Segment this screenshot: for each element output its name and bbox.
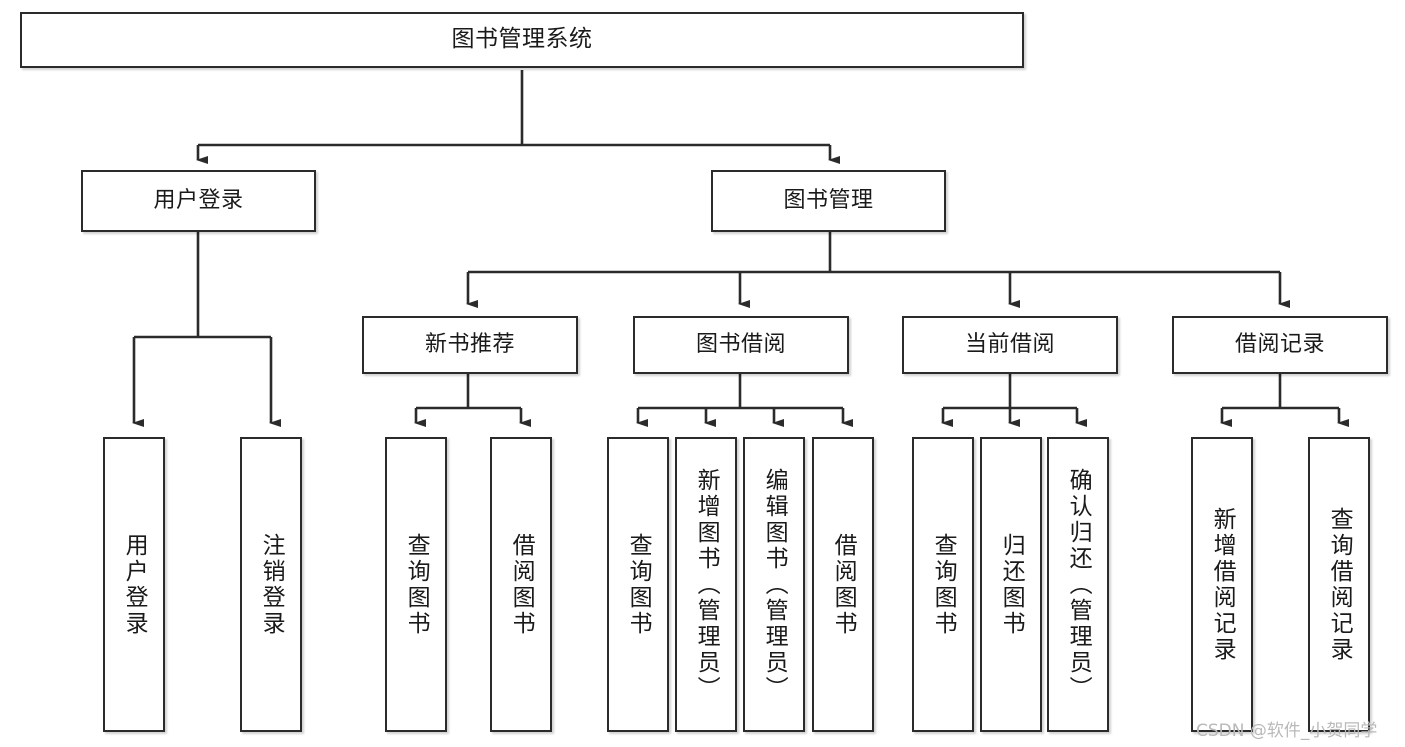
node-root-system[interactable]: 图书管理系统 <box>20 12 1024 68</box>
node-current-borrow[interactable]: 当前借阅 <box>902 316 1118 374</box>
node-label: 用户登录 <box>121 532 148 637</box>
node-label: 查询图书 <box>930 532 957 637</box>
node-label: 用户登录 <box>153 188 244 214</box>
node-book-management[interactable]: 图书管理 <box>711 170 946 232</box>
leaf-current-query-book[interactable]: 查询图书 <box>912 437 974 732</box>
node-label: 借阅记录 <box>1234 332 1325 358</box>
leaf-user-login-login[interactable]: 用户登录 <box>103 437 165 732</box>
leaf-borrow-query-book[interactable]: 查询图书 <box>607 437 669 732</box>
node-label: 确认归还（管理员） <box>1065 467 1092 702</box>
leaf-user-login-logout[interactable]: 注销登录 <box>240 437 302 732</box>
node-label: 查询图书 <box>625 532 652 637</box>
leaf-record-query-record[interactable]: 查询借阅记录 <box>1308 437 1370 732</box>
node-label: 编辑图书（管理员） <box>761 467 788 702</box>
leaf-recommend-query-book[interactable]: 查询图书 <box>385 437 447 732</box>
leaf-borrow-add-book[interactable]: 新增图书（管理员） <box>675 437 737 732</box>
node-label: 借阅图书 <box>830 532 857 637</box>
node-label: 图书管理系统 <box>451 26 593 53</box>
node-label: 图书借阅 <box>695 332 786 358</box>
node-label: 图书管理 <box>783 188 874 214</box>
leaf-borrow-edit-book[interactable]: 编辑图书（管理员） <box>743 437 805 732</box>
node-user-login[interactable]: 用户登录 <box>81 170 316 232</box>
leaf-record-add-record[interactable]: 新增借阅记录 <box>1191 437 1253 732</box>
node-borrow-record[interactable]: 借阅记录 <box>1172 316 1388 374</box>
leaf-borrow-borrow-book[interactable]: 借阅图书 <box>812 437 874 732</box>
leaf-current-return-book[interactable]: 归还图书 <box>980 437 1042 732</box>
node-label: 新书推荐 <box>424 332 515 358</box>
node-label: 归还图书 <box>998 532 1025 637</box>
node-label: 查询借阅记录 <box>1326 506 1353 663</box>
watermark-text: CSDN @软件_小贺同学 <box>1196 721 1378 741</box>
leaf-current-confirm-return[interactable]: 确认归还（管理员） <box>1047 437 1109 732</box>
leaf-recommend-borrow-book[interactable]: 借阅图书 <box>490 437 552 732</box>
node-label: 新增图书（管理员） <box>693 467 720 702</box>
node-new-book-recommend[interactable]: 新书推荐 <box>362 316 578 374</box>
node-label: 新增借阅记录 <box>1209 506 1236 663</box>
node-book-borrow[interactable]: 图书借阅 <box>633 316 849 374</box>
node-label: 注销登录 <box>258 532 285 637</box>
node-label: 查询图书 <box>403 532 430 637</box>
node-label: 借阅图书 <box>508 532 535 637</box>
node-label: 当前借阅 <box>964 332 1055 358</box>
